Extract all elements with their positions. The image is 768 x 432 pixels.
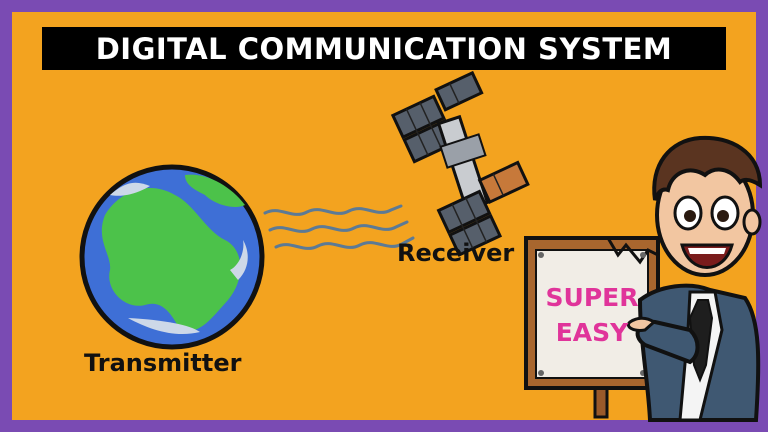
sign-line-1: SUPER: [545, 283, 639, 312]
receiver-label: Receiver: [397, 239, 515, 267]
transmitter-label: Transmitter: [84, 349, 242, 377]
satellite-icon: [390, 70, 530, 257]
sign-text: SUPER EASY: [533, 280, 651, 350]
sign-board: [524, 236, 660, 419]
signal-waves-icon: [263, 204, 415, 250]
earth-icon: [79, 164, 265, 350]
title-bar: DIGITAL COMMUNICATION SYSTEM: [42, 27, 726, 70]
page-title: DIGITAL COMMUNICATION SYSTEM: [95, 31, 673, 66]
cartoon-presenter: [626, 135, 763, 422]
sign-line-2: EASY: [555, 318, 629, 347]
